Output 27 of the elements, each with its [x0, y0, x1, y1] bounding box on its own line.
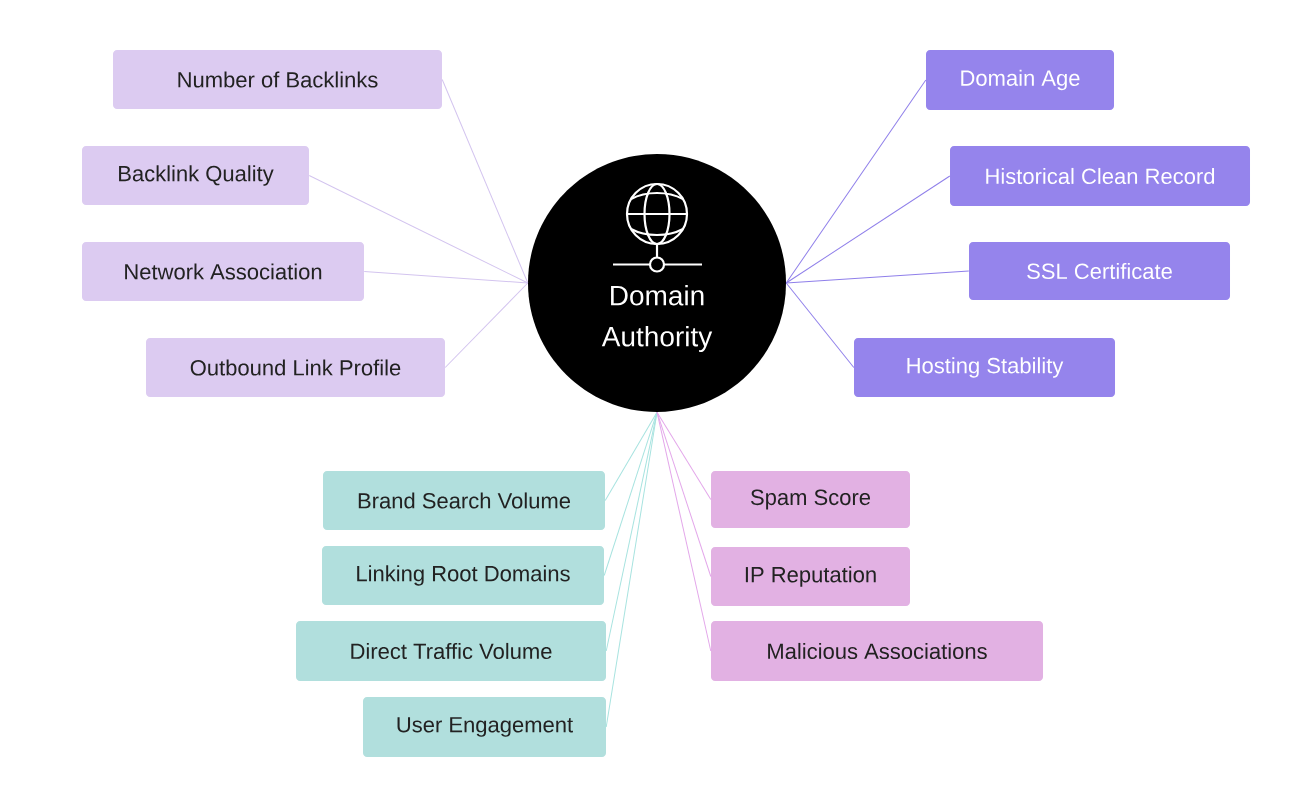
- rounded-box: Spam Score: [711, 471, 910, 528]
- connector-line: [656, 411, 712, 652]
- connector-line: [308, 175, 529, 284]
- rounded-box: Number of Backlinks: [113, 50, 442, 109]
- connector-line: [444, 282, 529, 368]
- connector-line: [785, 79, 927, 284]
- rounded-box: Backlink Quality: [82, 146, 309, 205]
- connector-line: [785, 175, 951, 284]
- connector-line: [785, 270, 970, 284]
- rounded-box: Malicious Associations: [711, 621, 1043, 681]
- connector-line: [785, 282, 855, 368]
- rounded-box: Domain Age: [926, 50, 1114, 110]
- rounded-box: SSL Certificate: [969, 242, 1230, 300]
- connector-line: [363, 271, 529, 284]
- rounded-box: Brand Search Volume: [323, 471, 605, 530]
- rounded-box: Historical Clean Record: [950, 146, 1250, 206]
- rounded-box: Linking Root Domains: [322, 546, 604, 605]
- connector-line: [441, 79, 529, 284]
- rounded-box: IP Reputation: [711, 547, 910, 606]
- rounded-box: Hosting Stability: [854, 338, 1115, 397]
- rounded-box: User Engagement: [363, 697, 606, 757]
- rounded-box: Network Association: [82, 242, 364, 301]
- connector-line: [656, 411, 712, 500]
- rounded-box: Outbound Link Profile: [146, 338, 445, 397]
- connector-line: [604, 411, 658, 501]
- connector-line: [605, 411, 658, 728]
- rounded-box: Direct Traffic Volume: [296, 621, 606, 681]
